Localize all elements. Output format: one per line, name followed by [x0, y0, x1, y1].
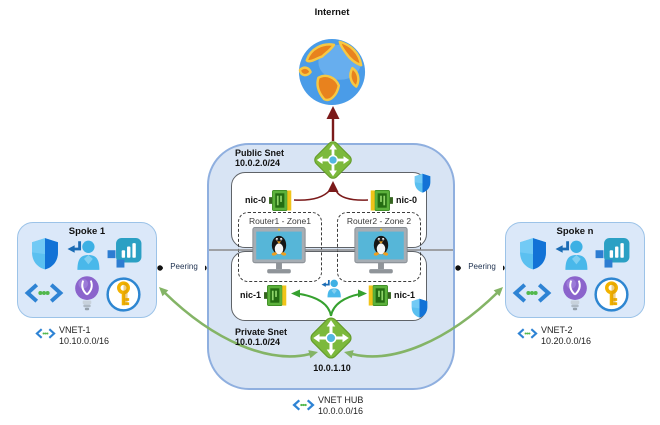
spoke2-key-icon	[594, 277, 629, 312]
public-snet-name: Public Snet	[235, 148, 285, 158]
vnet-hub-name: VNET HUB	[318, 395, 364, 405]
spoke1-user-icon	[64, 238, 104, 271]
public-shield-icon	[414, 173, 431, 193]
spoke1-vnet-label: VNET-1 10.10.0.0/16	[35, 325, 109, 346]
private-snet-cidr: 10.0.1.0/24	[235, 337, 281, 347]
vnet-hub-cidr: 10.0.0.0/16	[318, 405, 364, 416]
spoke1-arrowhead	[159, 287, 169, 297]
nic0-left-icon	[269, 189, 294, 212]
internet-arrowhead	[326, 106, 340, 119]
vnet2-small-icon	[517, 327, 538, 343]
spoke2-vnet-icon	[512, 281, 552, 305]
internet-globe-icon	[297, 37, 367, 107]
peering-right-label: Peering	[461, 262, 503, 271]
router2-linux-vm-icon	[354, 226, 408, 276]
spoke2-shield-icon	[518, 237, 548, 270]
spoke1-chart-icon	[107, 238, 142, 270]
hub-user-icon	[320, 278, 343, 298]
spoke1-shield-icon	[30, 237, 60, 270]
peering-left-dot-a	[157, 265, 163, 271]
spoke2-bulb-icon	[561, 275, 589, 312]
nic1-right-label: nic-1	[394, 290, 416, 300]
spoke2-arrowhead	[493, 287, 503, 297]
public-snet-cidr: 10.0.2.0/24	[235, 158, 281, 168]
vnet1-cidr: 10.10.0.0/16	[59, 335, 110, 346]
spoke2-user-icon	[552, 238, 592, 271]
router1-label: Router1 - Zone1	[249, 216, 311, 226]
private-shield-icon	[411, 298, 428, 318]
spoke1-bulb-icon	[73, 275, 101, 312]
vnet2-name: VNET-2	[541, 325, 573, 335]
router2-dashed-box	[337, 212, 421, 282]
vnet-hub-small-icon	[292, 398, 315, 415]
peering-right-dot-a	[455, 265, 461, 271]
spoke1-vnet-icon	[24, 281, 64, 305]
spoke2-vnet-label: VNET-2 10.20.0.0/16	[517, 325, 591, 346]
private-snet-name: Private Snet	[235, 327, 288, 337]
vnet1-name: VNET-1	[59, 325, 91, 335]
internet-label: Internet	[314, 7, 350, 18]
public-load-balancer-icon	[312, 139, 354, 181]
vnet2-cidr: 10.20.0.0/16	[541, 335, 592, 346]
hub-vnet-label: VNET HUB 10.0.0.0/16	[292, 395, 363, 416]
spoke1-title: Spoke 1	[68, 226, 106, 237]
nic1-left-label: nic-1	[239, 290, 261, 300]
router1-dashed-box	[238, 212, 322, 282]
vnet1-small-icon	[35, 327, 56, 343]
spoke1-key-icon	[106, 277, 141, 312]
nic1-left-icon	[264, 284, 289, 307]
nic0-right-icon	[368, 189, 393, 212]
nic0-right-label: nic-0	[396, 195, 418, 205]
nic1-right-icon	[366, 284, 391, 307]
nic0-left-label: nic-0	[244, 195, 266, 205]
router1-linux-vm-icon	[252, 226, 306, 276]
peering-left-label: Peering	[163, 262, 205, 271]
spoke2-title: Spoke n	[556, 226, 594, 237]
lb-ip-label: 10.0.1.10	[313, 363, 351, 373]
internal-load-balancer-icon	[308, 315, 354, 361]
spoke2-chart-icon	[595, 238, 630, 270]
router2-label: Router2 - Zone 2	[346, 216, 412, 226]
